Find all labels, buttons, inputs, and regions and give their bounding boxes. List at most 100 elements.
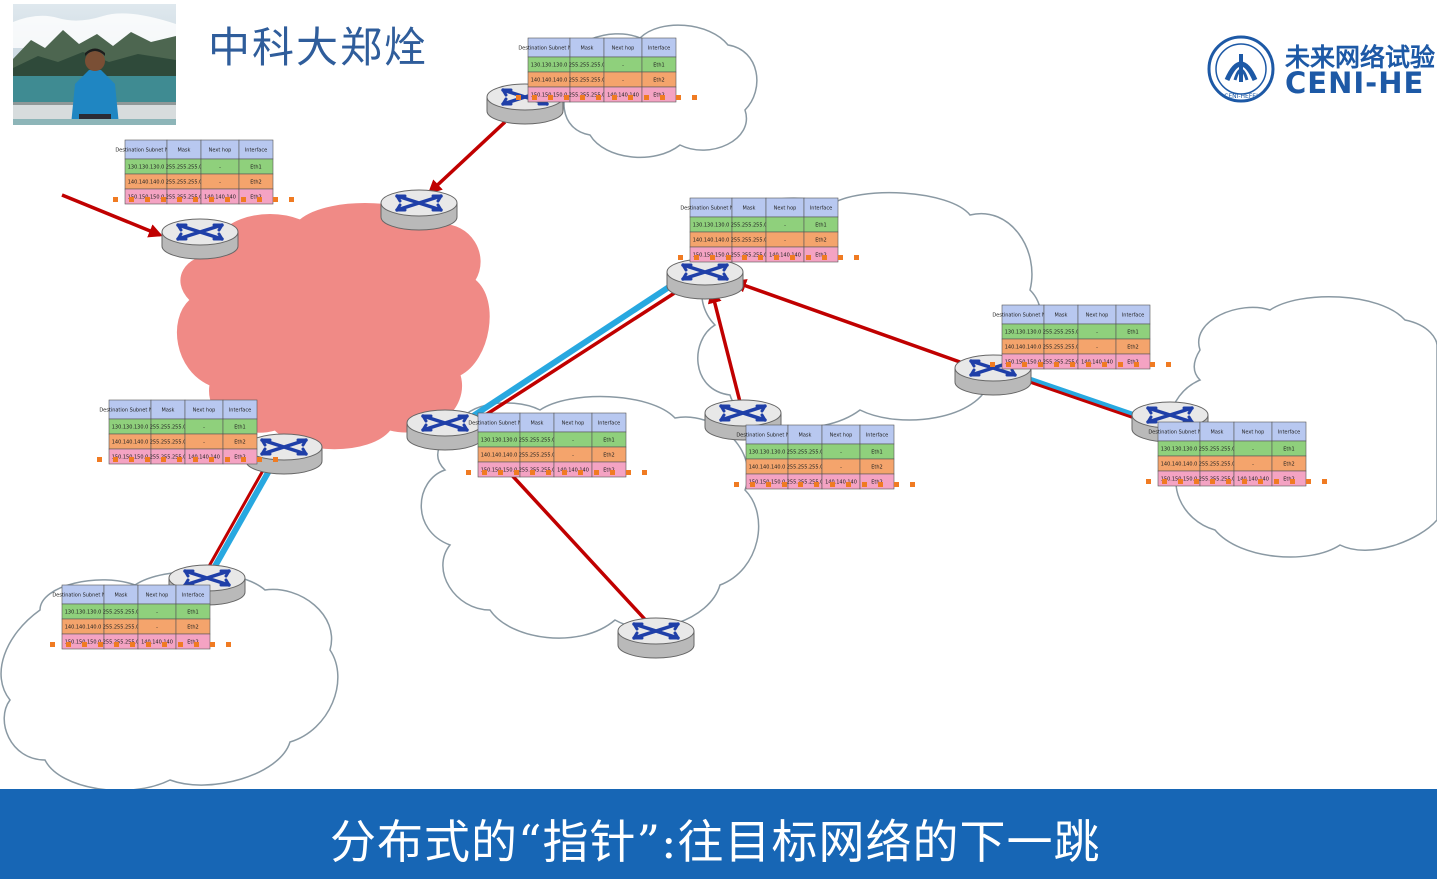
port-marker [289, 197, 294, 202]
port-marker [113, 457, 118, 462]
table-cell: Eth1 [871, 450, 882, 456]
port-marker [66, 642, 71, 647]
port-marker [676, 95, 681, 100]
table-header-cell: Mask [531, 421, 544, 427]
port-marker [273, 457, 278, 462]
port-marker [546, 470, 551, 475]
title-banner [0, 789, 1437, 879]
table-cell: 130.130.130.0 [481, 438, 518, 444]
table-cell: 255.255.255.0 [103, 610, 140, 616]
table-header-cell: Interface [866, 433, 888, 439]
table-header-cell: Interface [245, 148, 267, 154]
port-marker [854, 255, 859, 260]
table-cell: 140.140.140.0 [112, 440, 149, 446]
table-cell: - [203, 440, 205, 446]
next-hop-arrow [707, 289, 742, 403]
port-marker [1162, 479, 1167, 484]
table-cell: 140.140.140 [769, 253, 801, 259]
table-cell: 130.130.130.0 [1161, 447, 1198, 453]
table-cell: - [840, 450, 842, 456]
table-cell: - [219, 165, 221, 171]
port-marker [1166, 362, 1171, 367]
port-marker [612, 95, 617, 100]
port-marker [694, 255, 699, 260]
port-marker [225, 457, 230, 462]
port-marker [580, 95, 585, 100]
port-marker [97, 457, 102, 462]
router-icon [244, 432, 324, 476]
table-cell: 255.255.255.0 [1199, 477, 1236, 483]
table-header-cell: Interface [1278, 430, 1300, 436]
table-cell: Eth1 [653, 63, 664, 69]
port-marker [498, 470, 503, 475]
table-cell: 140.140.140.0 [749, 465, 786, 471]
table-cell: Eth1 [234, 425, 245, 431]
port-marker [241, 457, 246, 462]
logo-name-en: CENI-HE [1285, 66, 1425, 100]
table-cell: 255.255.255.0 [1043, 330, 1080, 336]
logo-name-cn: 未来网络试验 [1285, 43, 1436, 72]
port-marker [798, 482, 803, 487]
port-marker [562, 470, 567, 475]
port-marker [257, 197, 262, 202]
table-cell: Eth2 [250, 180, 261, 186]
table-header-cell: Interface [598, 421, 620, 427]
table-header-cell: Destination Subnet Num [736, 433, 798, 439]
table-cell: 140.140.140 [607, 93, 639, 99]
table-cell: 255.255.255.0 [150, 440, 187, 446]
table-cell: 130.130.130.0 [531, 63, 568, 69]
table-cell: - [784, 223, 786, 229]
table-cell: - [203, 425, 205, 431]
router-icon [665, 257, 745, 301]
table-cell: - [622, 63, 624, 69]
logo-seal-text: CENI-HEFEI [1224, 93, 1258, 100]
port-marker [878, 482, 883, 487]
table-cell: - [219, 180, 221, 186]
port-marker [692, 95, 697, 100]
table-header-cell: Mask [115, 593, 128, 599]
port-marker [241, 197, 246, 202]
port-marker [1150, 362, 1155, 367]
port-marker [710, 255, 715, 260]
table-cell: Eth2 [653, 93, 664, 99]
port-marker [1134, 362, 1139, 367]
table-cell: 140.140.140.0 [65, 625, 102, 631]
port-marker [1178, 479, 1183, 484]
table-cell: Eth2 [187, 640, 198, 646]
port-marker [145, 197, 150, 202]
table-cell: 255.255.255.0 [166, 180, 203, 186]
port-marker [1322, 479, 1327, 484]
next-hop-arrow [1015, 374, 1141, 422]
port-marker [1242, 479, 1247, 484]
port-marker [1038, 362, 1043, 367]
table-cell: Eth2 [234, 455, 245, 461]
table-cell: Eth1 [1127, 330, 1138, 336]
table-cell: 255.255.255.0 [569, 78, 606, 84]
next-hop-arrow [469, 281, 693, 427]
table-header-cell: Mask [162, 408, 175, 414]
table-header-cell: Destination Subnet Num [468, 421, 530, 427]
table-cell: 255.255.255.0 [1043, 360, 1080, 366]
port-marker [273, 197, 278, 202]
port-marker [642, 470, 647, 475]
port-marker [146, 642, 151, 647]
author-name: 中科大郑烇 [208, 23, 429, 72]
port-marker [113, 197, 118, 202]
port-marker [114, 642, 119, 647]
next-hop-highlight [211, 460, 277, 570]
table-cell: Eth2 [1283, 477, 1294, 483]
port-marker [1274, 479, 1279, 484]
table-cell: 255.255.255.0 [166, 165, 203, 171]
port-marker [990, 362, 995, 367]
port-marker [530, 470, 535, 475]
port-marker [50, 642, 55, 647]
port-marker [774, 255, 779, 260]
table-cell: Eth2 [603, 468, 614, 474]
port-marker [678, 255, 683, 260]
table-cell: 255.255.255.0 [1199, 447, 1236, 453]
table-header-cell: Mask [743, 206, 756, 212]
